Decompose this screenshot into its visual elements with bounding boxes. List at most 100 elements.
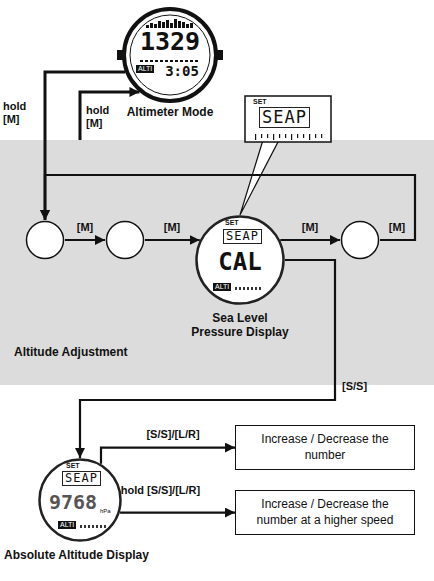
flow-arrow <box>280 239 340 241</box>
circle-outline <box>342 222 379 259</box>
segment-dash <box>190 60 193 62</box>
segment-dash <box>92 525 94 528</box>
display-caption: Sea Level Pressure Display <box>188 311 292 340</box>
mode-band: Altitude Adjustment SET SEAP CAL ALTI Sea Lev… <box>0 140 434 385</box>
display-caption: Absolute Altitude Display <box>4 548 179 562</box>
seap-indicator: SEAP <box>259 107 310 128</box>
display-circle: SETSEAPCALALTISea Level Pressure Display <box>195 215 285 305</box>
segment-dash <box>259 287 261 290</box>
segment-dash <box>80 525 82 528</box>
segment-dash <box>100 525 102 528</box>
unit-label: hPa <box>100 508 111 515</box>
scale-tick <box>261 134 262 138</box>
segment-dash <box>185 60 188 62</box>
segment-dash <box>175 60 178 62</box>
display-outline <box>40 460 121 541</box>
segment-dash <box>150 60 153 62</box>
segment-dash <box>170 60 173 62</box>
mode-caption: Altimeter Mode <box>105 105 235 119</box>
scale-tick <box>285 134 286 138</box>
display-outline <box>197 217 284 304</box>
time-digits: 3:05 <box>160 64 204 79</box>
flow-arrow <box>65 239 105 241</box>
key-label: [M] <box>382 221 412 234</box>
segment-dash <box>160 60 163 62</box>
flow-arrow <box>80 260 335 458</box>
circle-outline <box>27 222 64 259</box>
step-circle <box>340 220 380 260</box>
display-circle: SETSEAP9768hPaALTIAbsolute Altitude Disp… <box>38 458 122 542</box>
set-indicator: SET <box>66 462 80 470</box>
segment-dash <box>195 60 198 62</box>
segment-dash <box>255 287 257 290</box>
watch-bezel <box>124 9 216 101</box>
flow-arrow <box>45 175 415 240</box>
set-indicator: SET <box>253 98 267 106</box>
set-indicator: SET <box>225 219 239 227</box>
graph-bar <box>158 21 161 28</box>
box-text: Increase / Decrease the number at a high… <box>244 497 406 528</box>
action-box: Increase / Decrease the number <box>235 425 415 470</box>
step-circle-outline <box>340 220 380 260</box>
key-label: [S/S]/[L/R] <box>118 428 228 441</box>
segment-dash <box>235 287 237 290</box>
display-digits: 9768 <box>42 491 104 513</box>
altitude-digits: 1329 <box>130 28 210 56</box>
segment-dash <box>180 60 183 62</box>
scale-tick <box>273 134 274 140</box>
segment-dash <box>239 287 241 290</box>
flow-arrow <box>101 448 235 464</box>
display-text: CAL <box>205 249 275 275</box>
step-circle <box>105 220 145 260</box>
flow-arrow <box>120 511 235 513</box>
zoom-callout: SETSEAP <box>245 96 331 142</box>
segment-dash <box>145 60 148 62</box>
callout-frame <box>245 96 331 142</box>
flow-arrow <box>45 72 125 220</box>
key-label: [M] <box>70 221 100 234</box>
segment-dash <box>140 60 143 62</box>
key-label: hold [M] <box>86 104 120 130</box>
circle-outline <box>107 222 144 259</box>
scale-tick <box>291 134 292 140</box>
segment-dash <box>104 525 106 528</box>
scale-tick <box>267 134 268 138</box>
scale-tick <box>315 134 316 138</box>
segment-dash <box>251 287 253 290</box>
action-box: Increase / Decrease the number at a high… <box>235 490 415 535</box>
flow-arrow <box>80 92 139 140</box>
step-circle-outline <box>25 220 65 260</box>
callout-pointer <box>240 140 279 215</box>
mode-indicator: ALTI <box>213 283 231 291</box>
group-caption: Altitude Adjustment <box>14 345 128 359</box>
segment-dash <box>155 60 158 62</box>
step-circle <box>25 220 65 260</box>
scale-tick <box>255 134 256 140</box>
flow-arrow <box>145 239 200 241</box>
scale-tick <box>303 134 304 138</box>
segment-dash <box>243 287 245 290</box>
box-text: Increase / Decrease the number <box>244 432 406 463</box>
step-circle-outline <box>105 220 145 260</box>
scale-tick <box>297 134 298 138</box>
graph-bar <box>178 21 181 28</box>
key-label: hold [S/S]/[L/R] <box>118 484 203 497</box>
key-label: [M] <box>295 221 325 234</box>
scale-tick <box>279 134 280 138</box>
seap-indicator: SEAP <box>62 471 101 486</box>
segment-dash <box>84 525 86 528</box>
seap-indicator: SEAP <box>223 229 262 244</box>
scale-tick <box>309 134 310 140</box>
graph-bar <box>174 19 177 28</box>
mode-indicator: ALTI <box>58 521 76 529</box>
segment-dash <box>88 525 90 528</box>
key-label: hold [M] <box>3 100 39 126</box>
segment-dash <box>165 60 168 62</box>
watch-face: 1329ALTI3:05Altimeter Mode <box>122 7 218 103</box>
graph-bar <box>166 20 169 28</box>
scale-tick <box>321 134 322 138</box>
key-label: [S/S] <box>342 380 386 393</box>
watch-dial <box>130 15 210 95</box>
mode-indicator: ALTI <box>136 65 154 73</box>
segment-dash <box>96 525 98 528</box>
